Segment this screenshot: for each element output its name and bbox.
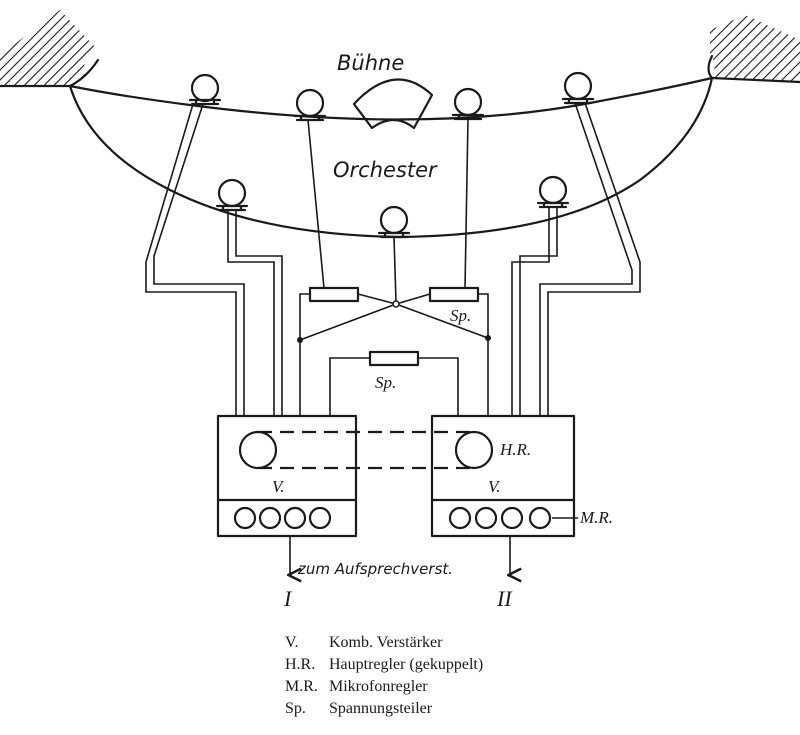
- legend-row-mr: M.R. Mikrofonregler: [285, 676, 483, 698]
- hr-label: H.R.: [499, 440, 531, 459]
- output-label: zum Aufsprechverst.: [297, 560, 453, 578]
- legend-row-sp: Sp. Spannungsteiler: [285, 698, 483, 720]
- output-right-label: II: [496, 586, 513, 611]
- voltage-divider-left: [308, 286, 360, 303]
- amplifier-right: [430, 414, 576, 538]
- output-left-label: I: [283, 586, 293, 611]
- microphone-orchestra-1: [215, 178, 249, 212]
- voltage-divider-right: [428, 286, 480, 303]
- sp-upper-label: Sp.: [450, 306, 471, 325]
- microphone-orchestra-3: [536, 175, 570, 209]
- stage-label: Bühne: [337, 51, 404, 75]
- legend-abbr: Sp.: [285, 700, 306, 717]
- divider-wiring: [297, 293, 491, 416]
- prompter-box: [352, 78, 434, 130]
- legend-row-v: V. Komb. Verstärker: [285, 632, 483, 654]
- coupled-main-regulator: [258, 430, 474, 470]
- v-left-label: V.: [272, 477, 285, 496]
- legend-text: Mikrofonregler: [329, 678, 428, 695]
- legend-text: Komb. Verstärker: [329, 634, 443, 651]
- legend-abbr: V.: [285, 634, 299, 651]
- legend: V. Komb. Verstärker H.R. Hauptregler (ge…: [285, 632, 483, 720]
- amplifier-left: [216, 414, 358, 538]
- v-right-label: V.: [488, 477, 501, 496]
- legend-text: Hauptregler (gekuppelt): [329, 656, 484, 673]
- legend-row-hr: H.R. Hauptregler (gekuppelt): [285, 654, 483, 676]
- orchestra-label: Orchester: [333, 158, 438, 182]
- mr-label: M.R.: [579, 508, 613, 527]
- microphone-stage-1: [188, 73, 222, 106]
- sp-lower-label: Sp.: [375, 373, 396, 392]
- left-wall: [0, 10, 100, 88]
- voltage-divider-center: [368, 350, 420, 367]
- legend-abbr: M.R.: [285, 678, 318, 695]
- stage-edge: [68, 76, 714, 121]
- right-wall: [707, 15, 800, 84]
- microphone-stage-4: [561, 71, 595, 105]
- microphone-stage-2: [293, 88, 327, 122]
- microphone-stage-3: [451, 87, 485, 121]
- microphone-orchestra-2: [377, 205, 411, 239]
- legend-text: Spannungsteiler: [329, 700, 433, 717]
- legend-abbr: H.R.: [285, 656, 316, 673]
- microphone-cables: [145, 102, 641, 416]
